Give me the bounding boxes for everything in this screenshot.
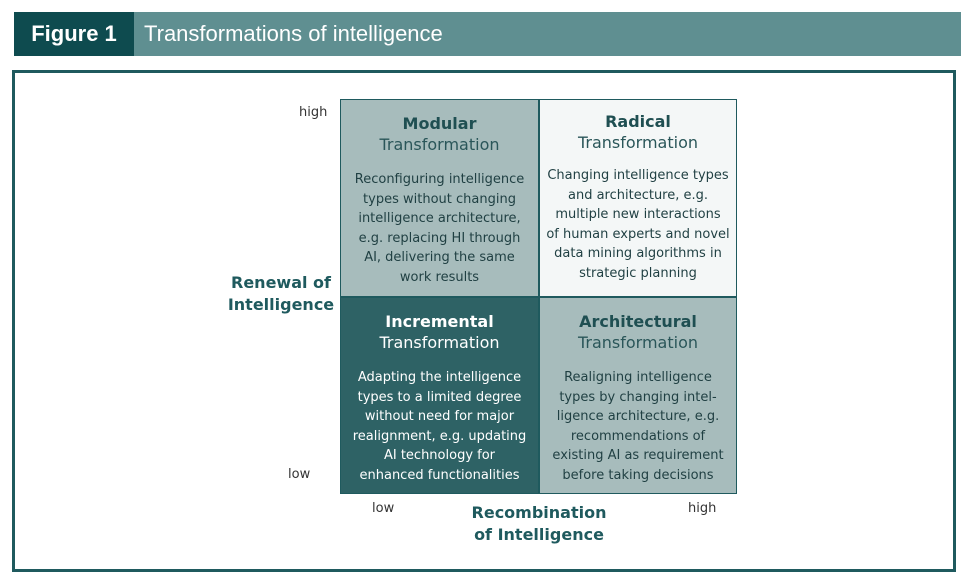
quadrant-architectural-subtitle: Transformation	[577, 333, 699, 352]
y-axis-high-label: high	[299, 105, 328, 120]
quadrant-incremental-line: enhanced functionalities	[359, 467, 520, 483]
quadrant-radical-line: of human experts and novel	[546, 226, 730, 242]
y-axis-title: Renewal of Intelligence	[222, 272, 340, 316]
quadrant-modular: Modular Transformation Reconfiguring int…	[340, 99, 539, 297]
quadrant-architectural-line: before taking decisions	[562, 467, 714, 483]
quadrant-modular-line: work results	[399, 269, 480, 285]
quadrant-radical-line: multiple new interactions	[555, 207, 721, 222]
quadrant-modular-subtitle: Transformation	[379, 135, 500, 154]
quadrant-radical: Radical Transformation Changing intellig…	[539, 99, 737, 297]
quadrant-incremental-line: realignment, e.g. updating	[352, 428, 527, 444]
quadrant-modular-line: Reconfiguring intelligence	[354, 172, 525, 187]
x-axis-title-line2: of Intelligence	[474, 525, 604, 544]
quadrant-incremental: Incremental Transformation Adapting the …	[340, 297, 539, 494]
quadrant-incremental-description: Adapting the intelligence types to a lim…	[347, 368, 532, 485]
quadrant-architectural-line: ligence architecture, e.g.	[556, 409, 720, 424]
y-axis-low-label: low	[288, 467, 311, 482]
x-axis-low-label: low	[372, 501, 395, 516]
quadrant-incremental-line: without need for major	[364, 409, 515, 424]
quadrant-modular-line: intelligence architecture,	[358, 211, 521, 226]
x-axis-high-label: high	[688, 501, 717, 516]
quadrant-radical-line: strategic planning	[579, 265, 697, 281]
quadrant-modular-description: Reconfiguring intelligence types without…	[347, 170, 532, 287]
quadrant-radical-title: Radical	[605, 112, 671, 131]
quadrant-radical-line: data mining algorithms in	[554, 246, 722, 261]
figure-title: Transformations of intelligence	[144, 21, 443, 46]
quadrant-incremental-title: Incremental	[385, 312, 494, 331]
quadrant-radical-line: Changing intelligence types	[547, 168, 729, 183]
quadrant-incremental-line: AI technology for	[383, 448, 496, 463]
quadrant-architectural-line: Realigning intelligence	[564, 370, 712, 385]
quadrant-architectural-line: existing AI as requirement	[552, 448, 724, 463]
quadrant-architectural-line: recommendations of	[570, 428, 706, 444]
x-axis-title: Recombination of Intelligence	[458, 502, 620, 546]
quadrant-architectural: Architectural Transformation Realigning …	[539, 297, 737, 494]
quadrant-radical-line: and architecture, e.g.	[567, 187, 709, 203]
figure-header: Figure 1 Transformations of intelligence	[14, 12, 961, 56]
quadrant-modular-title: Modular	[402, 114, 477, 133]
quadrant-modular-line: AI, delivering the same	[364, 250, 515, 265]
y-axis-title-line2: Intelligence	[227, 295, 335, 314]
quadrant-architectural-line: types by changing intel-	[559, 389, 717, 405]
quadrant-incremental-line: Adapting the intelligence	[357, 370, 522, 385]
quadrant-architectural-description: Realigning intelligence types by changin…	[546, 368, 730, 485]
quadrant-incremental-subtitle: Transformation	[379, 333, 500, 352]
quadrant-modular-line: types without changing	[363, 191, 516, 207]
y-axis-title-line1: Renewal of	[231, 273, 331, 292]
quadrant-modular-line: e.g. replacing HI through	[358, 230, 521, 246]
x-axis-title-line1: Recombination	[471, 503, 607, 522]
quadrant-architectural-title: Architectural	[579, 312, 697, 331]
figure-label: Figure 1	[14, 12, 134, 56]
quadrant-incremental-line: types to a limited degree	[357, 389, 522, 405]
quadrant-radical-description: Changing intelligence types and architec…	[546, 166, 730, 283]
quadrant-radical-subtitle: Transformation	[577, 133, 699, 152]
